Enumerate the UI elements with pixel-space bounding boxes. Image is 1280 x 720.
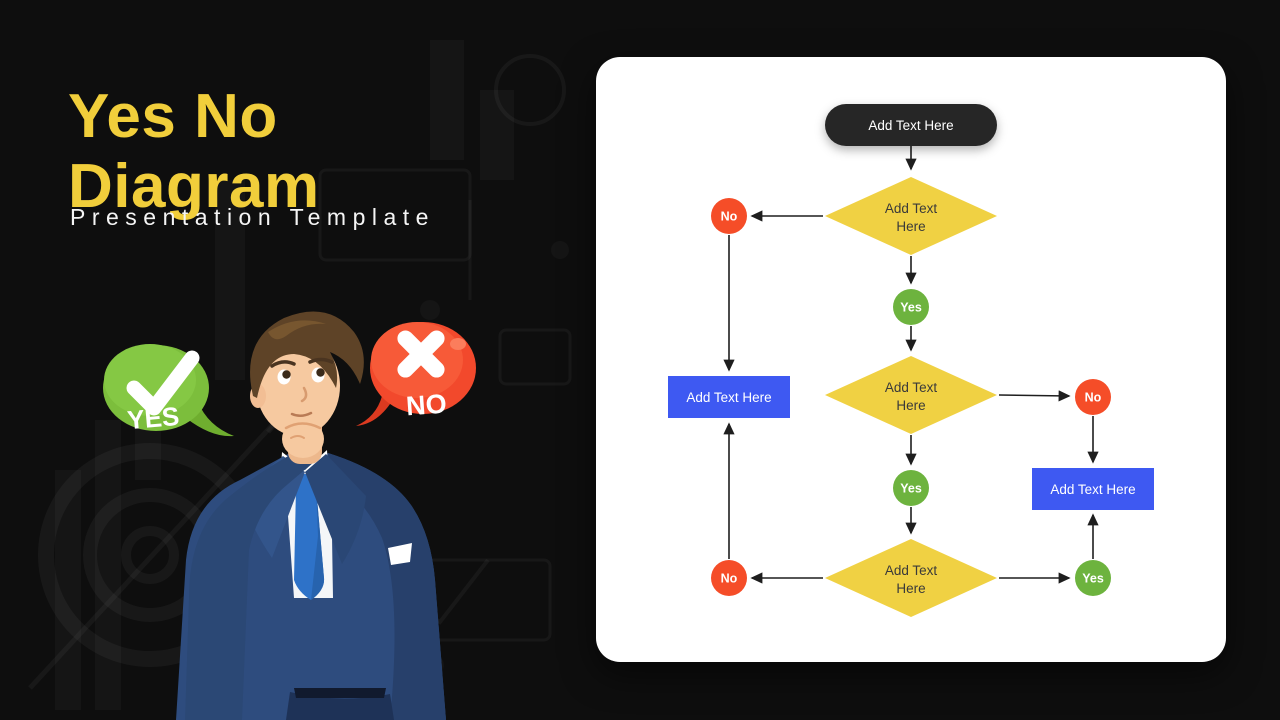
no-circle-3[interactable]: No [711, 560, 747, 596]
no-circle-1[interactable]: No [711, 198, 747, 234]
decision-2-line1: Add Text [885, 380, 938, 395]
yes-circle-1[interactable]: Yes [893, 289, 929, 325]
flowchart-card: Add Text Here Add Text Here No Yes Add T… [596, 57, 1226, 662]
start-node[interactable]: Add Text Here [825, 104, 997, 146]
yes-speech-bubble: YES [103, 344, 234, 437]
no-3-label: No [721, 572, 738, 586]
cross-icon [397, 330, 445, 378]
thinking-man [176, 311, 446, 720]
checkmark-icon [126, 350, 200, 416]
decision-diamond-2[interactable]: Add Text Here [825, 356, 997, 434]
decision-1-line2: Here [896, 219, 925, 234]
start-node-label: Add Text Here [868, 118, 953, 133]
slide-subtitle: Presentation Template [70, 204, 435, 230]
decision-2-line2: Here [896, 398, 925, 413]
yes-1-label: Yes [900, 301, 922, 315]
connector-arrows [723, 146, 1099, 584]
slide-title-line1: Yes No [68, 81, 278, 151]
no-1-label: No [721, 210, 738, 224]
slide-title: Yes No Diagram [68, 82, 320, 222]
action-right-label: Add Text Here [1050, 482, 1135, 497]
yes-bubble-label: YES [126, 401, 180, 435]
slide-title-line2: Diagram [68, 151, 320, 221]
decision-1-line1: Add Text [885, 201, 938, 216]
no-2-label: No [1085, 391, 1102, 405]
yes-circle-2[interactable]: Yes [893, 470, 929, 506]
action-box-right[interactable]: Add Text Here [1032, 468, 1154, 510]
yes-3-label: Yes [1082, 572, 1104, 586]
yes-no-flowchart: Add Text Here Add Text Here No Yes Add T… [668, 104, 1154, 617]
decision-diamond-1[interactable]: Add Text Here [825, 177, 997, 255]
decision-3-line2: Here [896, 581, 925, 596]
action-box-left[interactable]: Add Text Here [668, 376, 790, 418]
no-speech-bubble: NO [356, 322, 476, 426]
no-bubble-label: NO [405, 389, 447, 422]
decision-diamond-3[interactable]: Add Text Here [825, 539, 997, 617]
action-left-label: Add Text Here [686, 390, 771, 405]
yes-circle-3[interactable]: Yes [1075, 560, 1111, 596]
decision-3-line1: Add Text [885, 563, 938, 578]
yes-2-label: Yes [900, 482, 922, 496]
thinking-man-illustration: YES NO [103, 311, 476, 720]
no-circle-2[interactable]: No [1075, 379, 1111, 415]
